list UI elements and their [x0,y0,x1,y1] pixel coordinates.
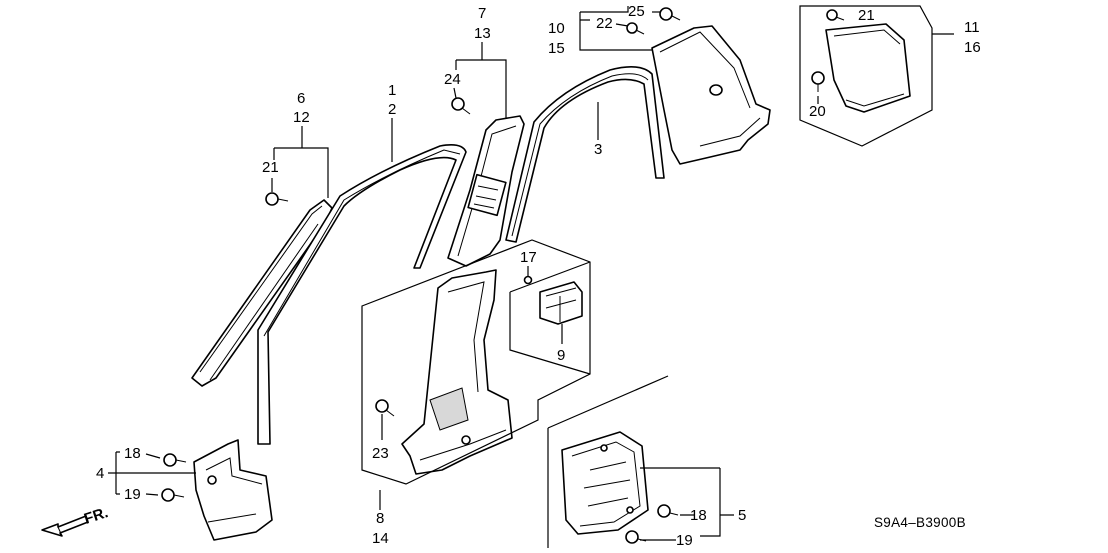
label-7: 7 [478,5,486,22]
label-6: 6 [297,90,305,107]
clip-21-upper [265,192,289,206]
leader-lines [108,6,954,541]
label-17: 17 [520,249,537,266]
label-18-left: 18 [124,445,141,462]
clip-18-right [657,504,679,518]
bracket-9 [523,275,583,325]
inset-box-parts-11-16 [799,5,933,147]
label-21-upper: 21 [262,159,279,176]
clip-22 [626,22,645,35]
clip-18-left [163,453,187,467]
kick-panel-4 [193,439,273,541]
front-direction-arrow-icon [41,515,89,537]
label-5: 5 [738,507,746,524]
diagram-code: S9A4–B3900B [874,515,966,530]
label-23: 23 [372,445,389,462]
label-19-right: 19 [676,532,693,549]
clip-19-right [625,530,647,544]
front-door-weatherstrip [257,144,467,445]
label-11: 11 [964,19,980,36]
label-19-left: 19 [124,486,141,503]
label-2: 2 [388,101,396,118]
label-24: 24 [444,71,461,88]
label-16: 16 [964,39,981,56]
label-20: 20 [809,103,826,120]
inset-box-part-5 [547,375,669,548]
label-22: 22 [596,15,613,32]
label-21-inset: 21 [858,7,875,24]
clip-20 [811,71,825,92]
label-18-right: 18 [690,507,707,524]
rear-pillar-garnish [651,25,771,165]
label-9: 9 [557,347,565,364]
label-13: 13 [474,25,491,42]
label-4: 4 [96,465,104,482]
front-direction-label: FR. [82,504,110,528]
group-frame-8-14 [361,239,591,485]
label-10: 10 [548,20,565,37]
label-1: 1 [388,82,396,99]
label-12: 12 [293,109,310,126]
center-pillar-lower-garnish [401,269,513,475]
label-3: 3 [594,141,602,158]
clip-21-inset [826,9,845,21]
clip-25 [659,7,681,21]
part-number-labels: 6 12 21 1 2 7 13 24 10 15 22 25 3 21 20 … [96,3,981,549]
clips [161,7,845,544]
label-14: 14 [372,530,389,547]
center-pillar-upper-garnish [447,115,525,267]
label-15: 15 [548,40,565,57]
clip-23 [375,399,395,417]
label-8: 8 [376,510,384,527]
label-25: 25 [628,3,645,20]
clip-19-left [161,488,185,502]
front-pillar-garnish [191,199,333,387]
rear-door-weatherstrip [505,66,665,243]
clip-24 [451,97,471,115]
